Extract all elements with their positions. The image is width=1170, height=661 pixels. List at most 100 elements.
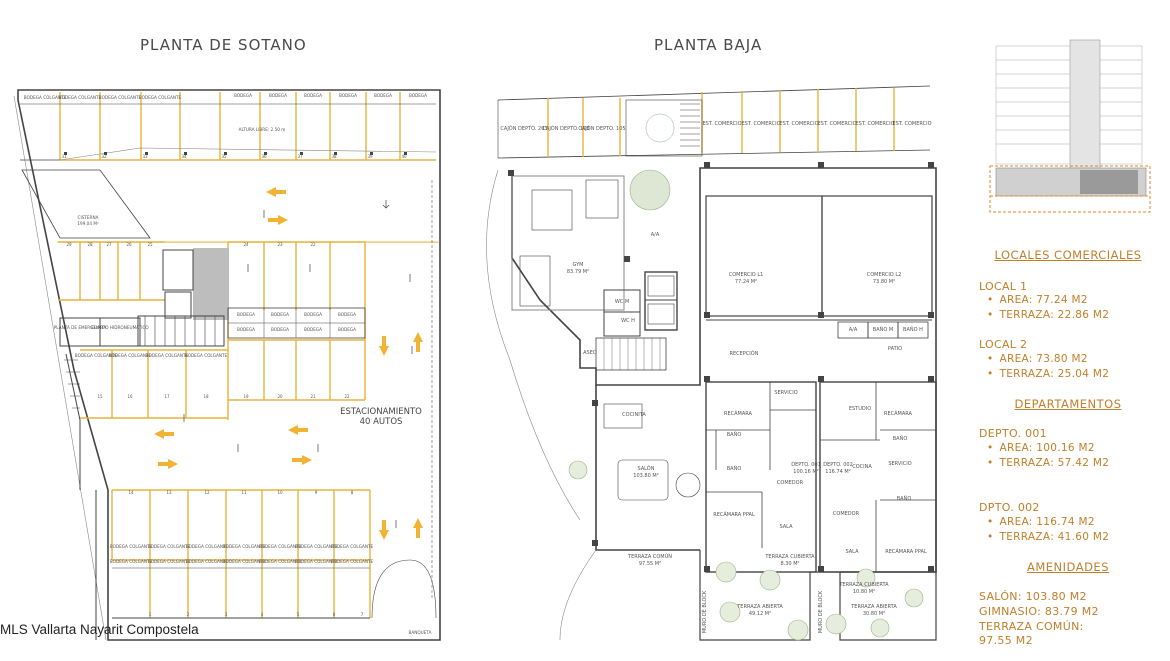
tree-icon bbox=[629, 169, 671, 211]
spot-number: 23 bbox=[277, 242, 283, 247]
spot-number: 14 bbox=[128, 490, 134, 495]
label-bodega-colgante: BODEGA COLGANTE bbox=[24, 95, 67, 100]
spot-number: 7 bbox=[361, 612, 364, 617]
label-salon-area: 103.80 M² bbox=[633, 473, 658, 479]
label-recamara-ppal: RECÁMARA PPAL bbox=[885, 548, 927, 555]
arrow-left bbox=[154, 429, 174, 439]
spot-number: 13 bbox=[166, 490, 172, 495]
label-bodega-colgante: BODEGA COLGANTE bbox=[295, 544, 338, 549]
spot-number: 12 bbox=[204, 490, 210, 495]
label-cisterna-area: 199.04 M² bbox=[77, 221, 99, 226]
label-altura-libre: ALTURA LIBRE: 2.50 m bbox=[239, 127, 286, 132]
legend-local-2-area: AREA: 73.80 M2 bbox=[987, 353, 1088, 365]
arrow-up bbox=[413, 332, 423, 352]
label-salon: SALÓN bbox=[638, 465, 655, 472]
legend-heading-locales: LOCALES COMERCIALES bbox=[994, 248, 1142, 262]
label-bodega-colgante: BODEGA COLGANTE bbox=[148, 559, 191, 564]
spot-number: 5 bbox=[297, 612, 300, 617]
label-terraza-abierta-area: 49.12 M² bbox=[749, 611, 771, 617]
legend-dpto-002-area: AREA: 116.74 M2 bbox=[987, 516, 1095, 528]
label-depto-002: DEPTO. 002 bbox=[823, 462, 853, 468]
label-recamara-ppal: RECÁMARA PPAL bbox=[713, 511, 755, 518]
label-bodega-colgante: BODEGA COLGANTE bbox=[59, 95, 102, 100]
label-bodega: BODEGA bbox=[304, 93, 322, 98]
label-bodega-colgante: BODEGA COLGANTE bbox=[259, 559, 302, 564]
spot-number: 1 bbox=[149, 612, 152, 617]
label-bodega-colgante: BODEGA COLGANTE bbox=[331, 544, 374, 549]
label-muro-block: MURO DE BLOCK bbox=[818, 590, 824, 633]
label-est-comercio: EST. COMERCIO bbox=[818, 121, 857, 127]
spot-number: 25 bbox=[147, 242, 153, 247]
sotano-core bbox=[193, 248, 229, 320]
label-servicio: SERVICIO bbox=[774, 390, 797, 396]
spot-number: 28 bbox=[87, 242, 93, 247]
legend-dpto-002-terraza: TERRAZA: 41.60 M2 bbox=[987, 531, 1109, 543]
legend-local-1: LOCAL 1 bbox=[979, 280, 1028, 293]
label-bodega: BODEGA bbox=[338, 312, 356, 317]
legend-local-1-terraza: TERRAZA: 22.86 M2 bbox=[987, 309, 1109, 321]
label-bano: BAÑO bbox=[897, 495, 912, 502]
label-bodega: BODEGA bbox=[269, 93, 287, 98]
label-estudio: ESTUDIO bbox=[849, 406, 871, 412]
spot-number: 8 bbox=[351, 490, 354, 495]
title-planta-baja: PLANTA BAJA bbox=[654, 36, 763, 54]
label-comercio-l2-area: 73.80 M² bbox=[873, 279, 895, 285]
label-bodega-colgante: BODEGA COLGANTE bbox=[99, 95, 142, 100]
label-depto-001: DEPTO. 001 bbox=[791, 462, 821, 468]
label-terraza-abierta: TERRAZA ABIERTA bbox=[850, 604, 897, 610]
label-aa: A/A bbox=[849, 327, 858, 333]
label-terraza-cubierta-area: 8.30 M² bbox=[780, 561, 799, 567]
spot-number: 32 bbox=[101, 154, 107, 159]
label-comedor: COMEDOR bbox=[777, 480, 804, 486]
label-aa: A/A bbox=[651, 232, 660, 238]
label-bodega: BODEGA bbox=[237, 312, 255, 317]
label-bodega-colgante: BODEGA COLGANTE bbox=[148, 544, 191, 549]
label-depto-002-area: 116.74 M² bbox=[825, 469, 850, 475]
label-sala: SALA bbox=[779, 524, 793, 530]
sotano-slope-line bbox=[13, 95, 107, 641]
spot-number: 22 bbox=[344, 394, 350, 399]
label-sala: SALA bbox=[845, 549, 859, 555]
label-bodega-colgante: BODEGA COLGANTE bbox=[186, 559, 229, 564]
spot-number: 26 bbox=[126, 242, 132, 247]
spot-number: 3 bbox=[225, 612, 228, 617]
label-terraza-comun-area: 97.55 M² bbox=[639, 561, 661, 567]
label-aseo: ASEO bbox=[583, 350, 597, 356]
sotano-outer-wall bbox=[17, 89, 441, 641]
spot-number: 37 bbox=[297, 154, 303, 159]
spot-number: 38 bbox=[331, 154, 337, 159]
label-bano-h: BAÑO H bbox=[903, 326, 923, 333]
spot-number: 34 bbox=[181, 154, 187, 159]
spot-number: 4 bbox=[261, 612, 264, 617]
label-bano-m: BAÑO M bbox=[873, 326, 893, 333]
arrow-right bbox=[158, 459, 178, 469]
label-bodega: BODEGA bbox=[304, 312, 322, 317]
spot-number: 11 bbox=[241, 490, 247, 495]
label-bodega-colgante: BODEGA COLGANTE bbox=[139, 95, 182, 100]
label-comercio-l1: COMERCIO L1 bbox=[729, 272, 764, 278]
planta-sotano bbox=[13, 89, 441, 641]
spot-number: 18 bbox=[203, 394, 209, 399]
spot-number: 33 bbox=[142, 154, 148, 159]
label-bodega-colgante: BODEGA COLGANTE bbox=[259, 544, 302, 549]
legend-dpto-002: DPTO. 002 bbox=[979, 501, 1040, 514]
spot-number: 15 bbox=[97, 394, 103, 399]
legend-local-2: LOCAL 2 bbox=[979, 338, 1028, 351]
label-cisterna: CISTERNA bbox=[78, 215, 99, 220]
label-bodega-colgante: BODEGA COLGANTE bbox=[295, 559, 338, 564]
label-bodega-colgante: BODEGA COLGANTE bbox=[331, 559, 374, 564]
legend-depto-001-terraza: TERRAZA: 57.42 M2 bbox=[987, 457, 1109, 469]
label-terraza-abierta-area: 30.80 M² bbox=[863, 611, 885, 617]
label-bano: BAÑO bbox=[727, 431, 742, 438]
spot-number: 40 bbox=[401, 154, 407, 159]
label-comercio-l2: COMERCIO L2 bbox=[867, 272, 902, 278]
label-depto-001-area: 100.16 M² bbox=[793, 469, 818, 475]
label-est-comercio: EST. COMERCIO bbox=[703, 121, 742, 127]
legend-heading-amenidades: AMENIDADES bbox=[1027, 560, 1109, 574]
label-terraza-comun: TERRAZA COMÚN bbox=[627, 553, 672, 560]
label-muro-block: MURO DE BLOCK bbox=[702, 590, 708, 633]
arrow-right bbox=[292, 455, 312, 465]
label-recamara: RECÁMARA bbox=[884, 410, 913, 417]
arrow-down bbox=[379, 336, 389, 356]
